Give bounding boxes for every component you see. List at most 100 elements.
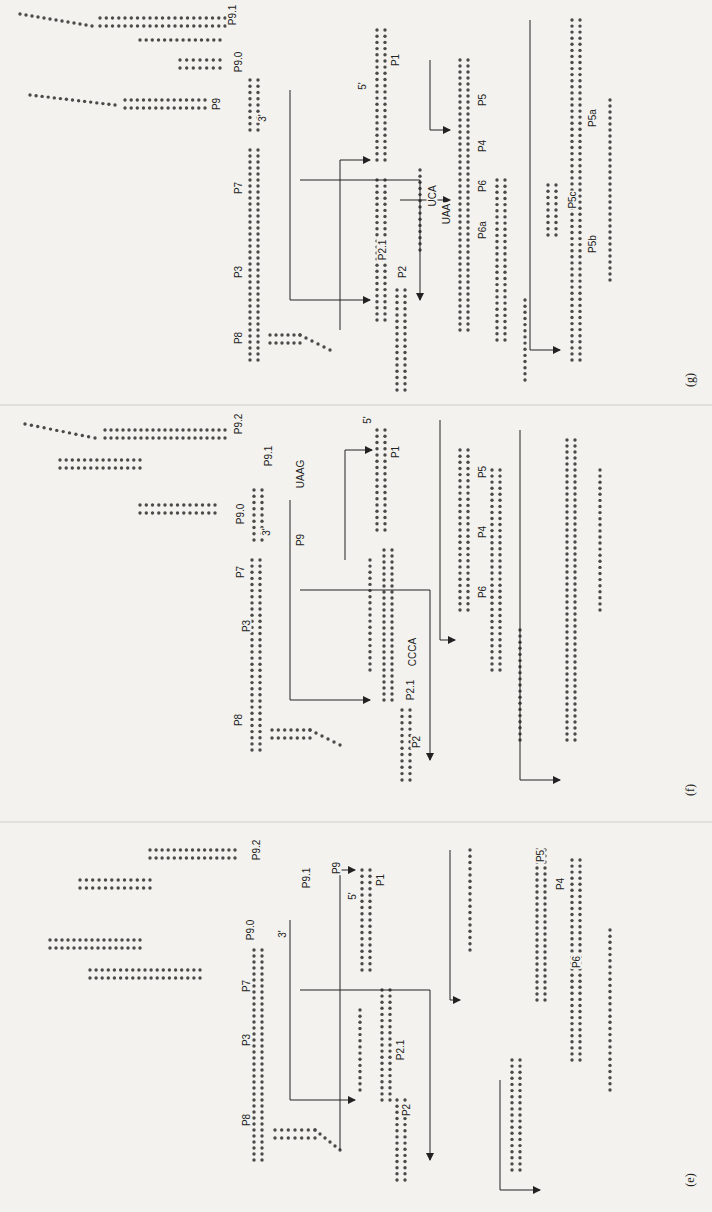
nucleotide	[36, 15, 39, 18]
nucleotide	[510, 1095, 513, 1098]
nucleotide	[127, 428, 130, 431]
nucleotide	[395, 313, 398, 316]
nucleotide	[368, 577, 371, 580]
nucleotide	[498, 632, 501, 635]
nucleotide	[182, 511, 185, 514]
connection-line	[340, 870, 355, 1150]
nucleotide	[570, 883, 573, 886]
helix-label: P1	[375, 873, 386, 887]
nucleotide	[101, 102, 104, 105]
nucleotide	[212, 58, 215, 61]
nucleotide	[395, 295, 398, 298]
nucleotide	[498, 480, 501, 483]
nucleotide	[388, 1001, 391, 1004]
nucleotide	[95, 466, 98, 469]
nucleotide	[498, 505, 501, 508]
nucleotide	[375, 121, 378, 124]
nucleotide	[408, 766, 411, 769]
nucleotide	[258, 589, 261, 592]
nucleotide	[217, 428, 220, 431]
nucleotide	[510, 1077, 513, 1080]
nucleotide	[71, 466, 74, 469]
helix-label: P7	[233, 181, 244, 195]
nucleotide	[608, 236, 611, 239]
nucleotide	[468, 936, 471, 939]
nucleotide	[466, 142, 469, 145]
nucleotide	[570, 334, 573, 337]
nucleotide	[258, 626, 261, 629]
nucleotide	[260, 948, 263, 951]
nucleotide	[503, 295, 506, 298]
nucleotide	[565, 570, 568, 573]
nucleotide	[466, 70, 469, 73]
nucleotide	[256, 262, 259, 265]
nucleotide	[167, 848, 170, 851]
nucleotide	[565, 444, 568, 447]
helix-label: P9.2	[251, 839, 262, 862]
nucleotide	[510, 1132, 513, 1135]
nucleotide	[458, 590, 461, 593]
nucleotide	[578, 176, 581, 179]
nucleotide	[110, 878, 113, 881]
nucleotide	[289, 736, 292, 739]
helix-label: P5	[477, 465, 488, 479]
nucleotide	[368, 571, 371, 574]
nucleotide	[466, 94, 469, 97]
nucleotide	[256, 91, 259, 94]
nucleotide	[458, 280, 461, 283]
nucleotide	[380, 1007, 383, 1010]
nucleotide	[490, 468, 493, 471]
nucleotide	[598, 474, 601, 477]
nucleotide	[503, 203, 506, 206]
nucleotide	[466, 154, 469, 157]
nucleotide	[466, 328, 469, 331]
helix-label: P6	[477, 179, 488, 193]
nucleotide	[400, 766, 403, 769]
nucleotide	[58, 458, 61, 461]
nucleotide	[466, 608, 469, 611]
nucleotide	[248, 292, 251, 295]
nucleotide	[523, 329, 526, 332]
nucleotide	[102, 938, 105, 941]
nucleotide	[535, 968, 538, 971]
nucleotide	[114, 458, 117, 461]
nucleotide	[565, 714, 568, 717]
nucleotide	[570, 140, 573, 143]
helix-label: P2	[397, 265, 408, 279]
nucleotide	[375, 65, 378, 68]
nucleotide	[258, 601, 261, 604]
nucleotide	[125, 968, 128, 971]
nucleotide	[375, 288, 378, 291]
nucleotide	[137, 968, 140, 971]
nucleotide	[131, 976, 134, 979]
nucleotide	[198, 968, 201, 971]
nucleotide	[316, 342, 319, 345]
nucleotide	[578, 109, 581, 112]
nucleotide	[468, 886, 471, 889]
nucleotide	[143, 968, 146, 971]
nucleotide	[173, 98, 176, 101]
nucleotide	[395, 307, 398, 310]
nucleotide	[466, 528, 469, 531]
nucleotide	[458, 112, 461, 115]
nucleotide	[395, 388, 398, 391]
nucleotide	[105, 16, 108, 19]
nucleotide	[250, 644, 253, 647]
nucleotide	[403, 1129, 406, 1132]
nucleotide	[578, 340, 581, 343]
nucleotide	[466, 280, 469, 283]
nucleotide	[490, 487, 493, 490]
helix-label: P4	[555, 877, 566, 891]
nucleotide	[388, 1098, 391, 1101]
nucleotide	[543, 878, 546, 881]
nucleotide	[205, 58, 208, 61]
nucleotide	[186, 976, 189, 979]
nucleotide	[114, 466, 117, 469]
nucleotide	[207, 503, 210, 506]
nucleotide	[578, 73, 581, 76]
nucleotide	[256, 238, 259, 241]
nucleotide	[195, 503, 198, 506]
nucleotide	[523, 335, 526, 338]
nucleotide	[256, 346, 259, 349]
nucleotide	[458, 238, 461, 241]
